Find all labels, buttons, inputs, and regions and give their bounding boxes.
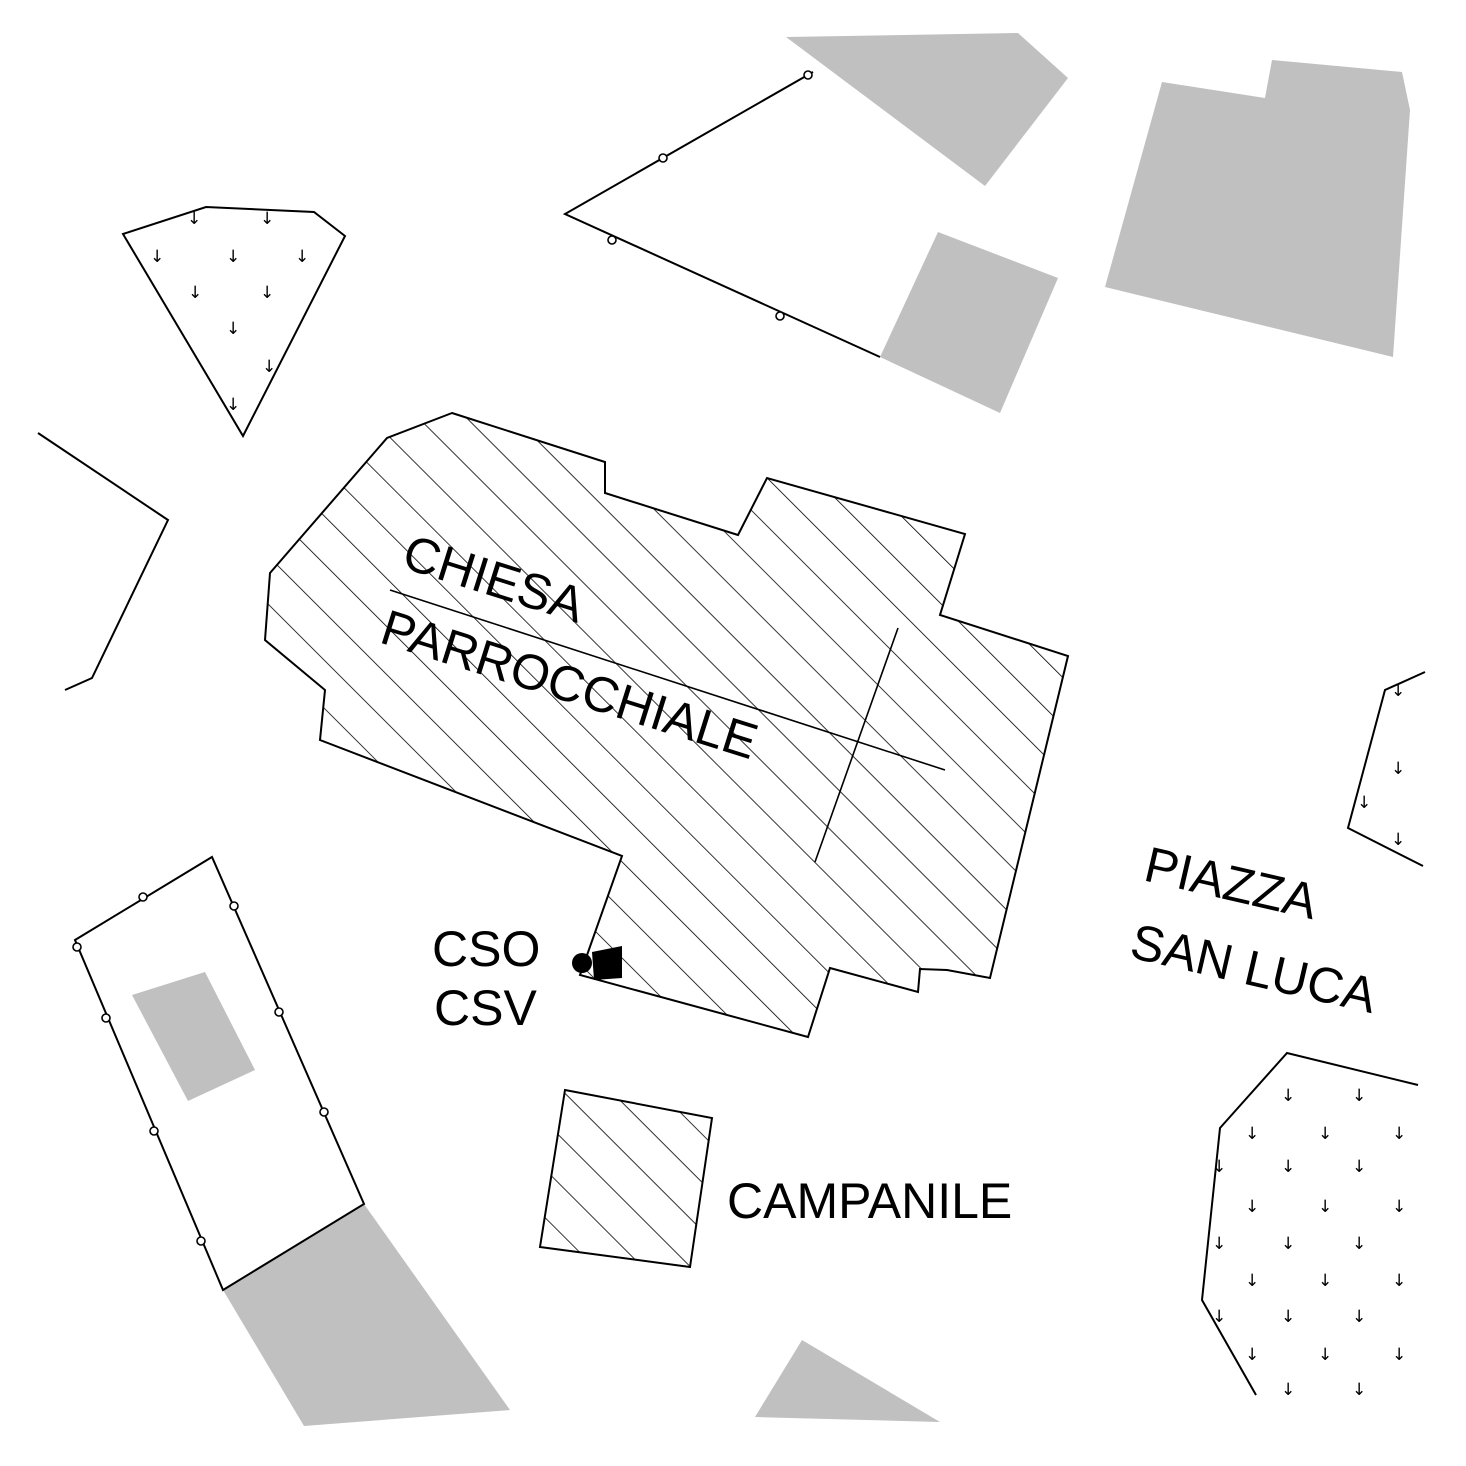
svg-text:↓: ↓: [1281, 1307, 1295, 1327]
svg-text:↓: ↓: [1352, 1086, 1366, 1106]
church-cross-line: [814, 627, 899, 863]
svg-text:↓: ↓: [1352, 1307, 1366, 1327]
church-axis-line: [389, 589, 946, 771]
svg-text:↓: ↓: [1281, 1380, 1295, 1400]
svg-text:↓: ↓: [1245, 1124, 1259, 1144]
building-bottom-center: [755, 1340, 940, 1422]
bell-tower-building[interactable]: [538, 1088, 714, 1269]
building-top-right: [1105, 60, 1410, 357]
bell-tower-label: CAMPANILE: [727, 1173, 1012, 1229]
svg-text:↓: ↓: [1392, 1345, 1406, 1365]
svg-text:↓: ↓: [1352, 1380, 1366, 1400]
building-small-left: [132, 972, 255, 1101]
svg-text:↓: ↓: [1392, 1271, 1406, 1291]
svg-text:↓: ↓: [1392, 1197, 1406, 1217]
building-blocks: [132, 33, 1410, 1426]
svg-text:↓: ↓: [1318, 1124, 1332, 1144]
church-footprint: [263, 411, 1070, 1039]
svg-text:↓: ↓: [1392, 1124, 1406, 1144]
road-edge-left: [37, 432, 170, 691]
fenced-plot-top: [562, 70, 881, 358]
svg-text:↓: ↓: [1318, 1345, 1332, 1365]
svg-text:↓: ↓: [260, 209, 274, 229]
svg-text:↓: ↓: [1212, 1307, 1226, 1327]
garden-top-left: ↓ ↓ ↓ ↓ ↓ ↓ ↓ ↓ ↓ ↓: [121, 205, 347, 439]
svg-text:↓: ↓: [226, 319, 240, 339]
fenced-plot-left: [72, 855, 366, 1292]
garden-right: ↓ ↓ ↓ ↓: [1346, 671, 1426, 867]
svg-text:↓: ↓: [1212, 1234, 1226, 1254]
svg-text:↓: ↓: [1281, 1234, 1295, 1254]
svg-text:↓: ↓: [1281, 1157, 1295, 1177]
marker-label-line2: CSV: [434, 980, 537, 1036]
svg-text:↓: ↓: [1318, 1271, 1332, 1291]
svg-text:↓: ↓: [1391, 830, 1405, 850]
svg-text:↓: ↓: [1318, 1197, 1332, 1217]
svg-text:↓: ↓: [295, 247, 309, 267]
garden-bottom-right: ↓ ↓ ↓ ↓ ↓ ↓ ↓ ↓ ↓ ↓ ↓ ↓ ↓ ↓ ↓ ↓ ↓ ↓ ↓ ↓ ↓ ↓ ↓ ↓ ↓: [1200, 1051, 1419, 1400]
svg-text:↓: ↓: [188, 283, 202, 303]
svg-text:↓: ↓: [226, 395, 240, 415]
svg-text:↓: ↓: [187, 209, 201, 229]
svg-text:↓: ↓: [1352, 1157, 1366, 1177]
svg-text:↓: ↓: [1281, 1086, 1295, 1106]
svg-text:↓: ↓: [1212, 1157, 1226, 1177]
svg-text:↓: ↓: [262, 357, 276, 377]
church-building[interactable]: [263, 411, 1070, 1039]
svg-text:↓: ↓: [1391, 759, 1405, 779]
square-label-line1: PIAZZA: [1140, 836, 1324, 930]
svg-text:↓: ↓: [226, 247, 240, 267]
building-bottom-left: [223, 1204, 510, 1426]
svg-text:↓: ↓: [150, 247, 164, 267]
building-top-center: [786, 33, 1068, 186]
svg-text:↓: ↓: [1352, 1234, 1366, 1254]
square-label-line2: SAN LUCA: [1126, 913, 1383, 1024]
svg-text:↓: ↓: [1357, 793, 1371, 813]
svg-text:↓: ↓: [1245, 1197, 1259, 1217]
sign-marker-icon[interactable]: [572, 946, 622, 980]
building-mid-right: [880, 232, 1058, 413]
svg-text:↓: ↓: [1391, 681, 1405, 701]
svg-text:↓: ↓: [1245, 1271, 1259, 1291]
marker-label-line1: CSO: [432, 921, 540, 977]
svg-text:↓: ↓: [1245, 1345, 1259, 1365]
svg-text:↓: ↓: [260, 283, 274, 303]
